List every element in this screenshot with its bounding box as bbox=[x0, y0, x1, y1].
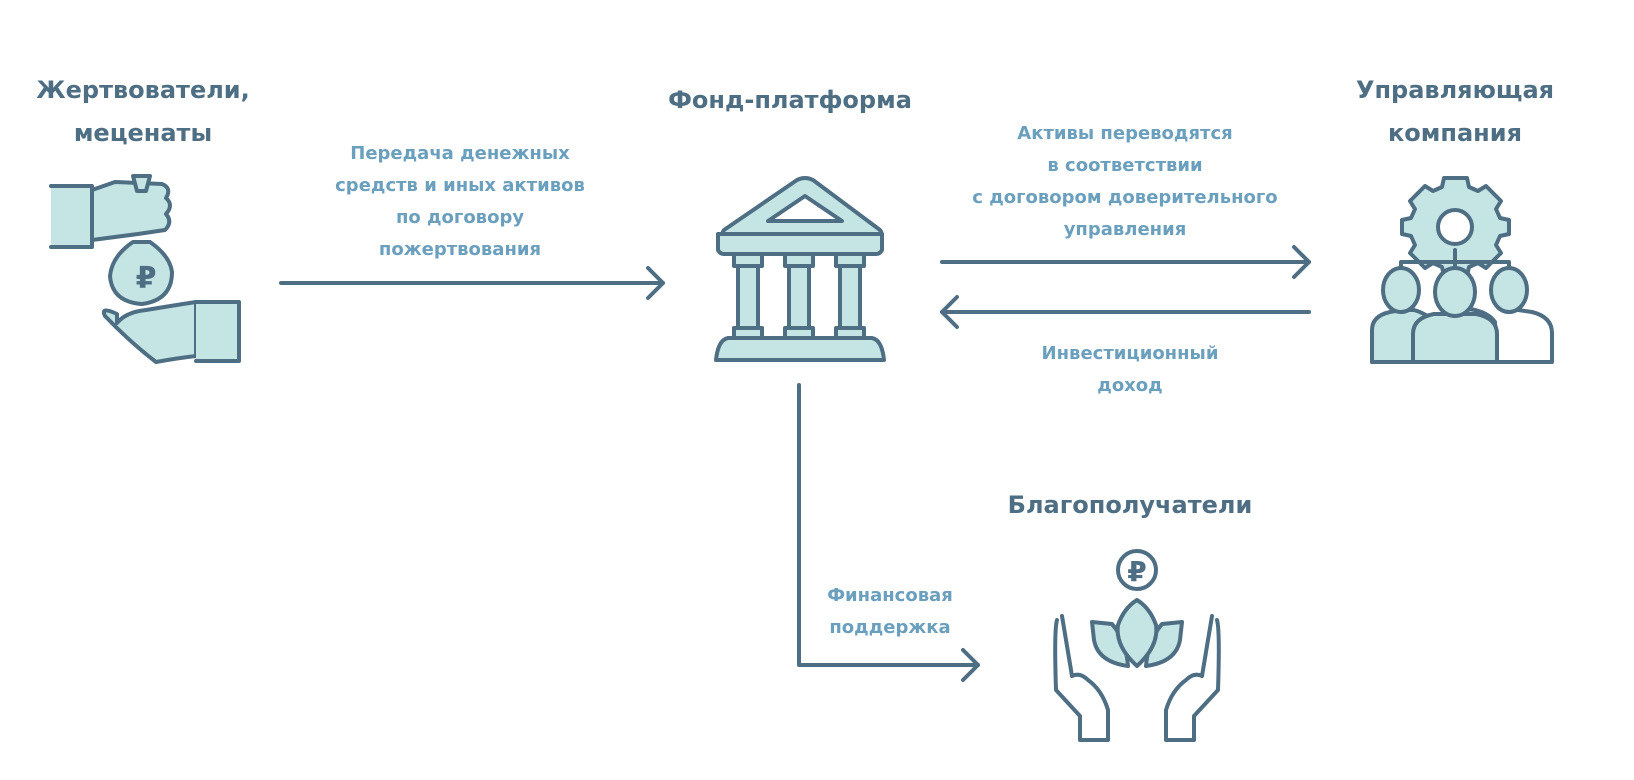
trust-transfer-label-line-1: Активы переводятся bbox=[1017, 123, 1233, 144]
hands-with-lotus-icon: ₽ bbox=[1053, 549, 1221, 742]
financial-support-label-line-1: Финансовая bbox=[827, 585, 953, 606]
trust-transfer-label: Активы переводятся в соответствии с дого… bbox=[960, 118, 1290, 246]
donors-title-line-1: Жертвователи, bbox=[36, 76, 250, 104]
financial-support-label-line-2: поддержка bbox=[829, 617, 951, 638]
team-with-gear-icon bbox=[1370, 176, 1554, 364]
investment-income-label-line-1: Инвестиционный bbox=[1041, 343, 1219, 364]
donors-title-line-2: меценаты bbox=[73, 119, 213, 147]
investment-income-label: Инвестиционный доход bbox=[1030, 338, 1230, 402]
financial-support-label: Финансовая поддержка bbox=[810, 580, 970, 644]
trust-transfer-label-line-2: в соответствии bbox=[1047, 155, 1203, 176]
beneficiaries-title-line-1: Благополучатели bbox=[1007, 491, 1253, 519]
donation-label-line-2: средств и иных активов bbox=[335, 175, 585, 196]
donation-label-line-3: по договору bbox=[395, 207, 525, 228]
donors-title: Жертвователи, меценаты bbox=[36, 69, 250, 155]
management-company-title: Управляющая компания bbox=[1340, 69, 1570, 155]
donation-label-line-1: Передача денежных bbox=[350, 143, 570, 164]
donation-label-line-4: пожертвования bbox=[378, 239, 542, 260]
foundation-title: Фонд-платформа bbox=[660, 79, 920, 122]
institution-building-icon bbox=[714, 176, 886, 362]
management-company-title-line-1: Управляющая bbox=[1355, 76, 1555, 104]
donation-label: Передача денежных средств и иных активов… bbox=[320, 138, 600, 266]
connectors bbox=[279, 245, 1311, 682]
ruble-coin-sign: ₽ bbox=[1127, 555, 1146, 588]
donation-arrow bbox=[279, 266, 665, 300]
investment-income-arrow bbox=[940, 295, 1311, 329]
management-company-title-line-2: компания bbox=[1388, 119, 1522, 147]
beneficiaries-title: Благополучатели bbox=[1000, 484, 1260, 527]
trust-transfer-label-line-4: управления bbox=[1063, 219, 1187, 240]
ruble-sign: ₽ bbox=[136, 261, 157, 296]
hand-giving-money-bag-icon: ₽ bbox=[49, 174, 241, 364]
investment-income-label-line-2: доход bbox=[1097, 375, 1163, 396]
foundation-title-line-1: Фонд-платформа bbox=[668, 86, 912, 114]
trust-transfer-arrow bbox=[940, 245, 1311, 279]
trust-transfer-label-line-3: с договором доверительного bbox=[972, 187, 1278, 208]
financial-support-arrow bbox=[797, 383, 980, 682]
